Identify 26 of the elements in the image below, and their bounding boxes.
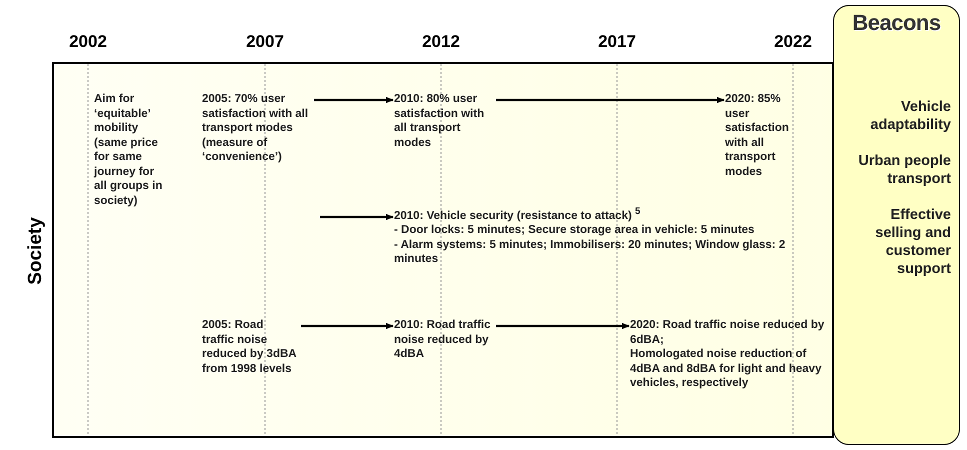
target-text: 2010: 80% user satisfaction with all transport modes — [394, 92, 486, 150]
target-text: - Door locks: 5 minutes; Secure storage area in vehicle: 5 minutes — [394, 223, 756, 238]
target-text: Aim for ‘equitable’ mobility (same price for same journey for all groups in society) — [94, 92, 164, 208]
target-text: 2020: Road traffic noise reduced by 6dBA; — [630, 318, 826, 347]
year-label: 2017 — [597, 32, 637, 52]
arrow — [496, 96, 725, 104]
target-text: 2010: Vehicle security (resistance to attack) $^{5}$ — [394, 205, 642, 224]
target-text: 2005: Road traffic noise reduced by 3dBA from 1998 levels — [202, 318, 297, 376]
beacon-text: Urban people transport — [857, 152, 951, 188]
year-label: 2022 — [773, 32, 813, 52]
target-text: Homologated noise reduction of 4dBA and 8dBA for light and heavy vehicles, respectively — [630, 347, 822, 390]
target-text: 2010: Road traffic noise reduced by 4dBA — [394, 318, 492, 362]
target-text: - Alarm systems: 5 minutes; Immobilisers: 20 minutes; Window glass: 2 minutes — [394, 238, 786, 267]
arrow — [496, 322, 630, 330]
target-text: 2005: 70% user satisfaction with all transport modes (measure of ‘convenience’) — [202, 92, 310, 164]
year-label: 2012 — [421, 32, 461, 52]
arrow — [314, 96, 394, 104]
arrow — [320, 214, 394, 220]
year-label: 2002 — [68, 32, 108, 52]
arrow — [301, 322, 394, 330]
beacons-panel — [833, 5, 960, 445]
panel-title: Beacons — [851, 10, 942, 36]
row-heading: Society — [24, 217, 47, 285]
year-label: 2007 — [245, 32, 285, 52]
beacon-text: Effective selling and customer support — [874, 206, 951, 278]
beacon-text: Vehicle adaptability — [869, 98, 951, 134]
